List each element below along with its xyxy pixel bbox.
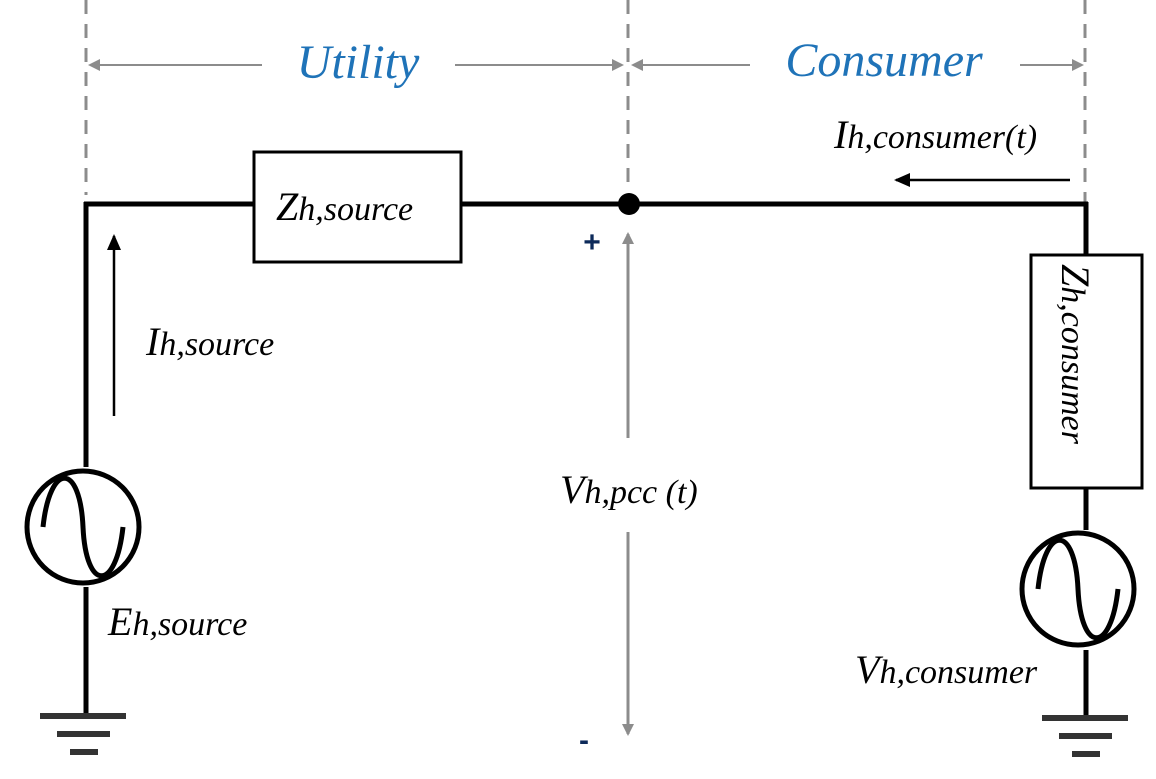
v-consumer-sub: h,consumer (879, 654, 1037, 691)
pcc-node-icon (618, 193, 640, 215)
v-consumer-main: V (855, 647, 884, 692)
z-source-label: Zh,source (276, 184, 413, 229)
v-pcc-sub: h,pcc (t) (584, 474, 697, 511)
i-source-sub: h,source (159, 326, 274, 363)
v-pcc-main: V (560, 467, 589, 512)
wires (83, 201, 1089, 718)
ground-icon-left (40, 713, 126, 755)
v-consumer-label: Vh,consumer (855, 647, 1038, 692)
i-source-label: Ih,source (145, 319, 274, 364)
z-consumer-label: Zh,consumer (1053, 264, 1098, 445)
pcc-plus-sign: + (583, 226, 601, 259)
boundary-lines (84, 0, 1087, 205)
z-consumer-impedance-box (1029, 253, 1144, 490)
z-source-sub: h,source (298, 191, 413, 228)
z-source-main: Z (276, 184, 299, 229)
ac-source-icon-left (24, 468, 142, 586)
i-source-main: I (145, 319, 161, 364)
pcc-minus-sign: - (579, 724, 589, 757)
z-consumer-sub: h,consumer (1054, 286, 1091, 444)
v-pcc-label: Vh,pcc (t) (560, 467, 698, 512)
i-consumer-label: Ih,consumer(t) (833, 112, 1037, 157)
z-source-impedance-box (252, 150, 463, 264)
utility-region-label: Utility (297, 36, 420, 89)
e-source-sub: h,source (132, 606, 247, 643)
e-source-label: Eh,source (107, 599, 247, 644)
i-consumer-main: I (833, 112, 849, 157)
consumer-region-label: Consumer (785, 34, 983, 87)
i-consumer-sub: h,consumer(t) (847, 119, 1037, 156)
ac-source-icon-right (1019, 530, 1137, 648)
e-source-main: E (107, 599, 132, 644)
z-consumer-main: Z (1053, 264, 1098, 287)
ground-icon-right (1042, 715, 1128, 757)
